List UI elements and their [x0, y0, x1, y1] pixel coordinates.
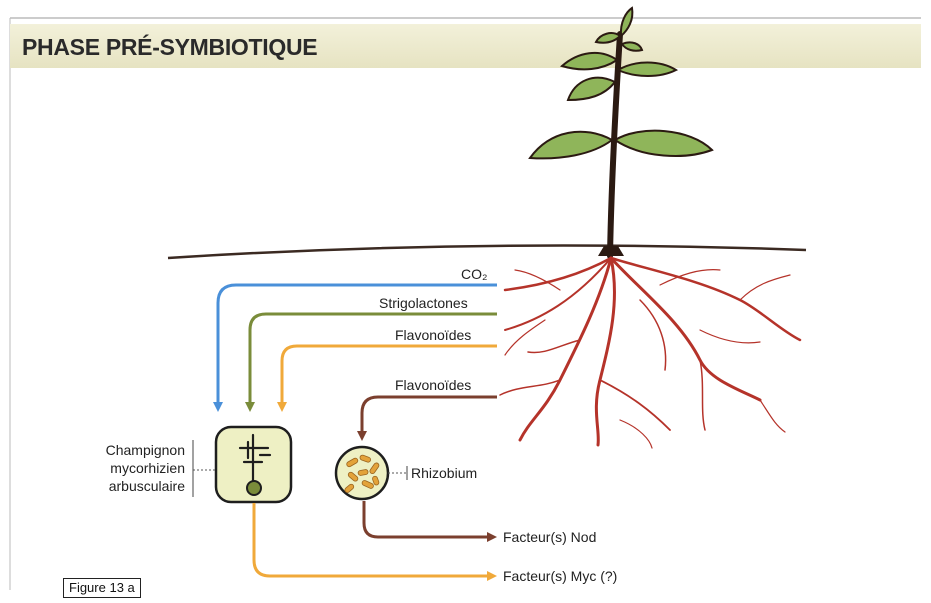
soil-line	[168, 246, 806, 259]
myc-arrow	[254, 503, 492, 576]
flavonoides-label-2: Flavonoïdes	[395, 377, 471, 393]
flavonoides-arrow-2	[362, 397, 497, 436]
figure-label: Figure 13 a	[63, 578, 141, 598]
myc-label: Facteur(s) Myc (?)	[503, 568, 617, 584]
plant-collar	[598, 246, 624, 256]
co2-label: CO₂	[461, 266, 487, 282]
fungus-cell	[216, 427, 291, 502]
fungus-label-line1: Champignon	[106, 442, 185, 458]
leaf	[530, 132, 612, 159]
roots	[500, 258, 800, 448]
nod-arrow	[364, 501, 492, 537]
page-title: PHASE PRÉ-SYMBIOTIQUE	[22, 33, 317, 60]
strigolactones-label: Strigolactones	[379, 295, 468, 311]
rhizobium-label: Rhizobium	[411, 465, 477, 481]
leaf	[615, 131, 712, 156]
leaf	[568, 78, 615, 100]
rhizobium-cell	[336, 447, 388, 499]
spore-icon	[247, 481, 261, 495]
flavonoides-label-1: Flavonoïdes	[395, 327, 471, 343]
fungus-label-line2: mycorhizien	[110, 460, 185, 476]
nod-label: Facteur(s) Nod	[503, 529, 596, 545]
fungus-label-line3: arbusculaire	[109, 478, 185, 494]
